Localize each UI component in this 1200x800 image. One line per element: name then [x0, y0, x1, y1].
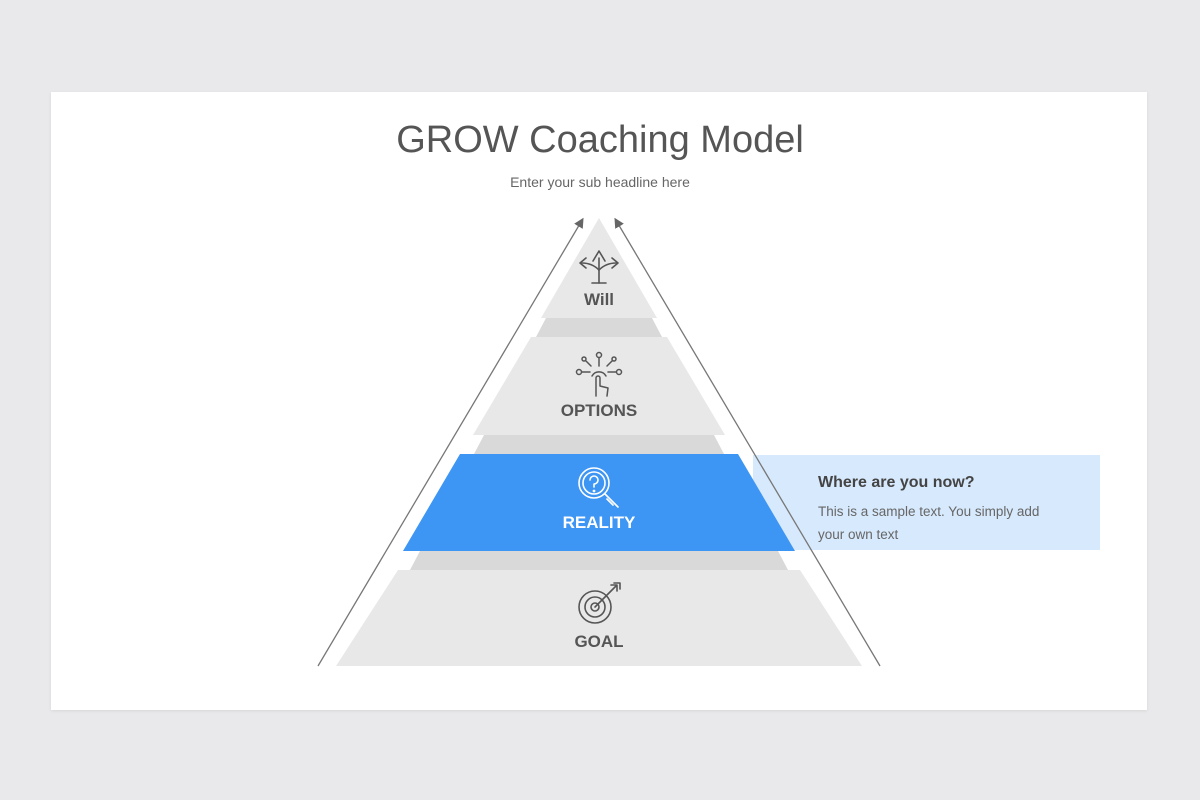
page-subtitle: Enter your sub headline here	[510, 174, 690, 190]
pyramid-gap-band	[410, 551, 788, 570]
level-label-options: OPTIONS	[560, 401, 638, 420]
info-text: This is a sample text. You simply add yo…	[818, 504, 1040, 542]
magnifier-question-icon	[578, 467, 619, 508]
touch-network-icon	[575, 351, 623, 397]
pyramid-gap-band	[536, 318, 662, 337]
level-label-goal: GOAL	[574, 632, 624, 651]
left-arrow-line	[317, 217, 584, 667]
info-title: Where are you now?	[818, 474, 975, 491]
pyramid-gap-band	[474, 435, 724, 454]
pyramid-level-goal[interactable]	[336, 570, 862, 666]
crossroads-arrows-icon	[579, 250, 619, 284]
info-panel	[753, 455, 1100, 550]
pyramid-level-reality[interactable]	[403, 454, 795, 551]
level-label-reality: REALITY	[562, 513, 636, 532]
pyramid-level-options[interactable]	[473, 337, 725, 435]
page-title: GROW Coaching Model	[396, 119, 804, 161]
level-label-will: Will	[583, 290, 615, 309]
target-arrow-icon	[578, 582, 621, 624]
right-arrow-line	[614, 217, 881, 667]
